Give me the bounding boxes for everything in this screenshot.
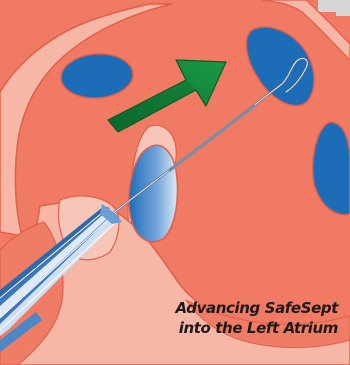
caption-line-2: into the Left Atrium [138, 318, 338, 338]
diagram-caption: Advancing SafeSept into the Left Atrium [138, 298, 338, 338]
caption-line-1: Advancing SafeSept [138, 298, 338, 318]
